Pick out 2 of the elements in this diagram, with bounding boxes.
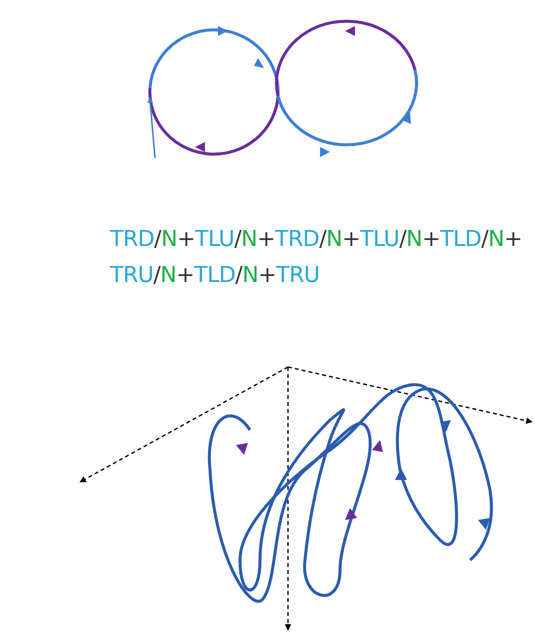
- move-sequence-text: TRD/N+TLU/N+TRD/N+TLU/N+TLD/N+: [110, 226, 522, 254]
- move-sequence-text: TRU/N+TLD/N+TRU: [110, 262, 320, 290]
